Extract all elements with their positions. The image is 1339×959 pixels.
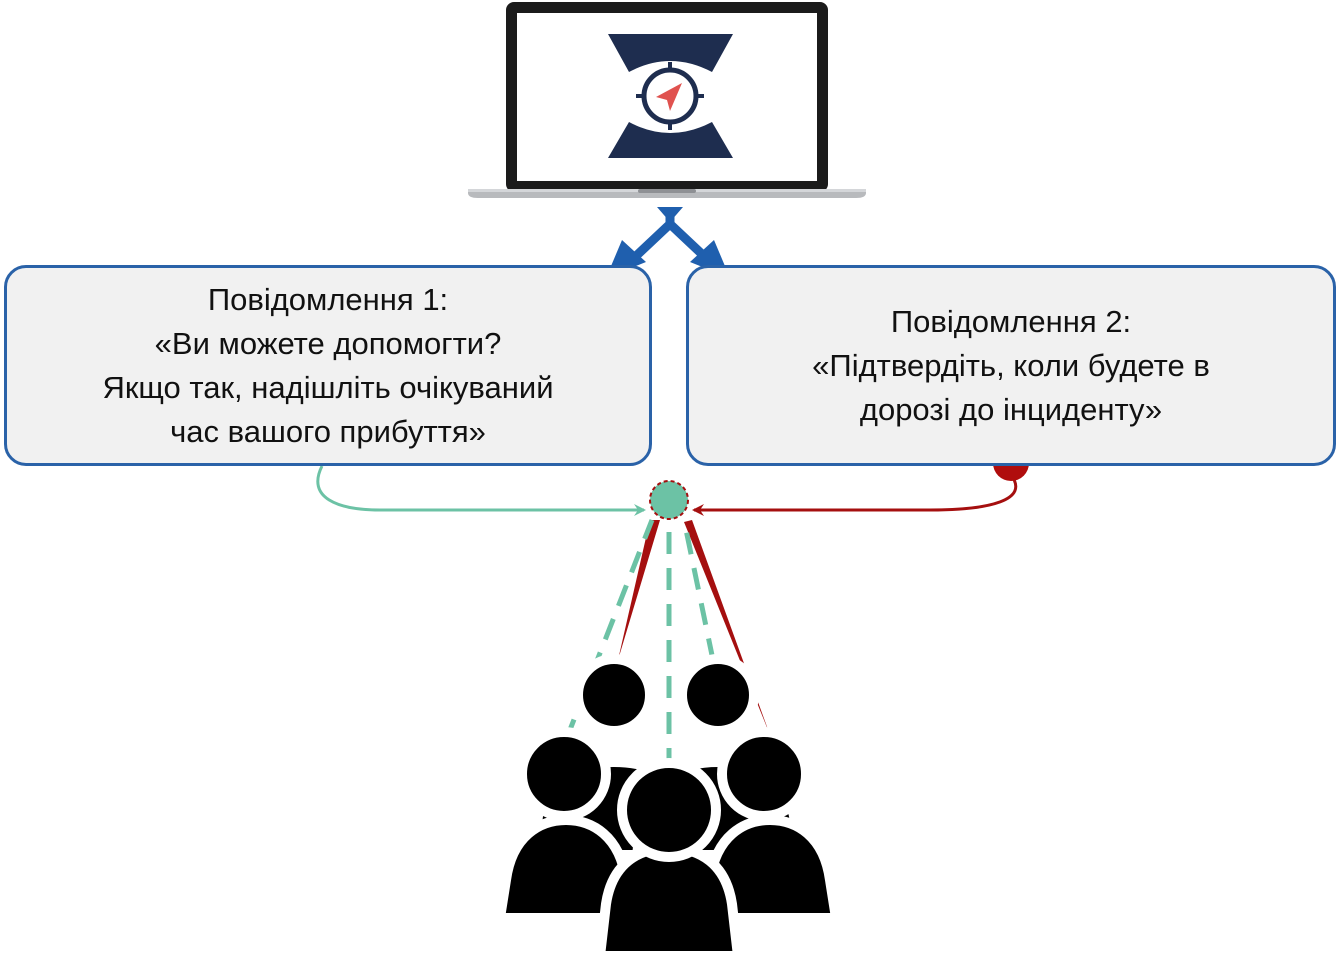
message2-line-2: дорозі до інциденту» — [859, 391, 1163, 427]
response-point — [649, 480, 689, 520]
response-lines — [563, 519, 770, 770]
message1-connector — [316, 465, 646, 516]
message2-line-1: «Підтвердіть, коли будете в — [812, 347, 1210, 383]
message1-line-3: час вашого прибуття» — [170, 413, 486, 449]
message-box-2: Повідомлення 2: «Підтвердіть, коли будет… — [686, 265, 1336, 466]
message1-line-1: «Ви можете допомогти? — [154, 325, 502, 361]
message1-line-2: Якщо так, надішліть очікуваний — [102, 369, 554, 405]
message2-connector — [692, 474, 1018, 516]
people-group-icon — [494, 654, 842, 959]
message2-title: Повідомлення 2: — [890, 303, 1132, 339]
message-box-1: Повідомлення 1: «Ви можете допомогти? Як… — [4, 265, 652, 466]
message1-title: Повідомлення 1: — [207, 281, 449, 317]
compass-logo-icon — [608, 34, 733, 158]
